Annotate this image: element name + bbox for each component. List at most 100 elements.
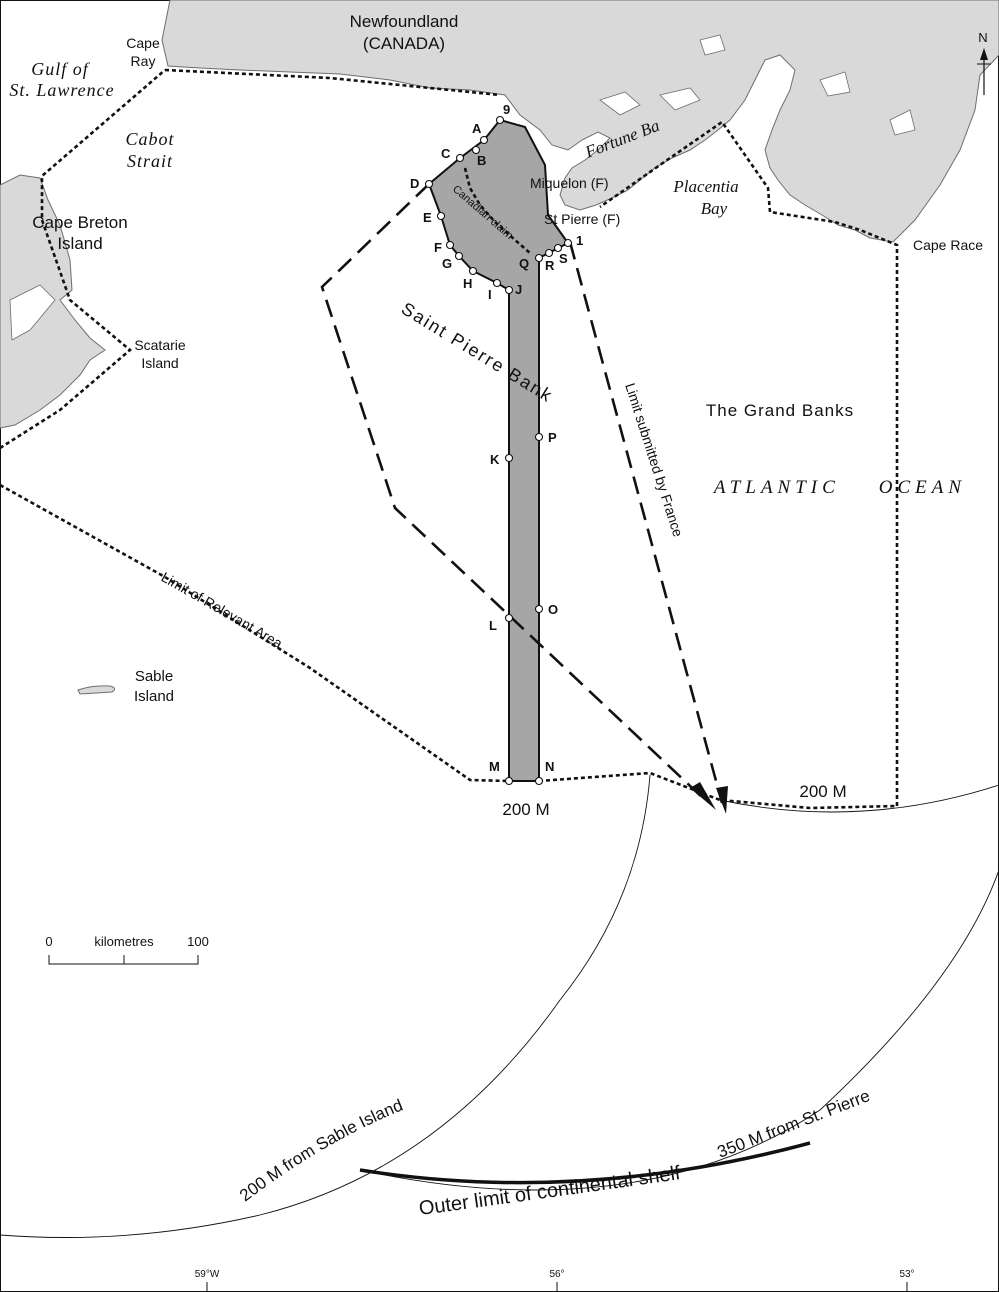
label-point-s: S: [559, 251, 568, 266]
newfoundland-label: Newfoundland: [350, 12, 459, 31]
point-h: [468, 266, 478, 276]
limit-france-west: [320, 183, 706, 801]
label-point-b: B: [477, 153, 486, 168]
label-point-f: F: [434, 240, 442, 255]
outer-limit-shelf: [359, 1141, 811, 1185]
arc-200m-sable: [0, 774, 651, 1238]
longitude-53: 53°: [899, 1269, 914, 1280]
arc-350m-stpierre: [359, 869, 999, 1191]
limit-relevant-label: Limit of Relevant Area: [159, 569, 286, 652]
point-k: [504, 453, 514, 463]
point-d: [424, 179, 434, 189]
north-arrow: N: [977, 30, 991, 95]
scale-start-label: 0: [45, 934, 52, 949]
lake-5: [889, 109, 916, 136]
sable-label-2: Island: [134, 688, 174, 705]
relevant-area-east: [599, 120, 899, 806]
point-f: [445, 240, 455, 250]
label-point-j: J: [515, 282, 522, 297]
point-b: [471, 145, 481, 155]
outer-limit-label: Outer limit of continental shelf: [418, 1162, 682, 1220]
boundary-points: [424, 115, 573, 786]
cape-ray-label-2: Ray: [131, 53, 156, 69]
label-point-d: D: [410, 176, 419, 191]
point-g: [454, 251, 464, 261]
gulf-label-2: St. Lawrence: [9, 80, 114, 100]
label-point-p: P: [548, 430, 557, 445]
sable-200-label: 200 M from Sable Island: [236, 1096, 406, 1206]
label-point-n: N: [545, 759, 554, 774]
label-point-9: 9: [503, 102, 510, 117]
canada-label: (CANADA): [363, 34, 445, 53]
scale-end-label: 100: [187, 934, 209, 949]
point-a: [479, 135, 489, 145]
label-point-l: L: [489, 618, 497, 633]
stpierre-350-label: 350 M from St. Pierre: [715, 1086, 873, 1162]
point-s: [553, 243, 563, 253]
gulf-label-1: Gulf of: [31, 59, 91, 79]
scatarie-label-2: Island: [141, 355, 178, 371]
longitude-59w: 59°W: [195, 1269, 220, 1280]
french-zone: [428, 119, 569, 782]
canadian-claim-line: [463, 167, 531, 254]
point-r: [544, 248, 554, 258]
bras-dor-lake: [9, 284, 56, 341]
limit-relevant-area-line: [0, 483, 510, 783]
point-j: [504, 285, 514, 295]
point-p: [534, 432, 544, 442]
st-pierre-label: St Pierre (F): [544, 211, 620, 227]
longitude-56: 56°: [549, 1269, 564, 1280]
label-point-o: O: [548, 602, 558, 617]
label-point-1: 1: [576, 233, 583, 248]
point-n: [534, 776, 544, 786]
cabot-label-1: Cabot: [125, 129, 174, 149]
sable-label-1: Sable: [135, 668, 173, 685]
cape-breton-label-1: Cape Breton: [32, 213, 127, 232]
point-1: [563, 238, 573, 248]
lake-4: [699, 34, 726, 56]
sable-island: [77, 685, 116, 695]
label-point-r: R: [545, 258, 555, 273]
200m-right-label: 200 M: [799, 782, 846, 801]
label-point-c: C: [441, 146, 451, 161]
label-point-m: M: [489, 759, 500, 774]
scale-bar: 0 kilometres 100: [45, 934, 209, 965]
point-q: [534, 253, 544, 263]
200m-left-label: 200 M: [502, 800, 549, 819]
arrowhead-west: [690, 782, 716, 810]
label-point-i: I: [488, 287, 492, 302]
scale-unit-label: kilometres: [94, 934, 154, 949]
lake-1: [599, 91, 641, 116]
longitude-ticks: 59°W 56° 53°: [195, 1269, 915, 1292]
point-i: [492, 278, 502, 288]
label-point-e: E: [423, 210, 432, 225]
point-o: [534, 604, 544, 614]
label-point-h: H: [463, 276, 472, 291]
cape-breton-label-2: Island: [57, 234, 102, 253]
grand-banks-label: The Grand Banks: [706, 401, 854, 420]
point-9: [495, 115, 505, 125]
miquelon-label: Miquelon (F): [530, 175, 609, 191]
limit-france-label: Limit submitted by France: [622, 381, 686, 539]
point-m: [504, 776, 514, 786]
label-point-a: A: [472, 121, 482, 136]
lake-2: [659, 87, 701, 111]
relevant-area-left-north: [0, 69, 166, 450]
cabot-label-2: Strait: [127, 151, 173, 171]
point-l: [504, 613, 514, 623]
point-c: [455, 153, 465, 163]
atlantic-ocean-label: ATLANTIC OCEAN: [712, 477, 966, 498]
lake-3: [819, 71, 851, 97]
north-label: N: [978, 30, 987, 45]
label-point-q: Q: [519, 256, 529, 271]
scatarie-label-1: Scatarie: [134, 337, 186, 353]
limit-france-east: [568, 241, 724, 804]
label-point-k: K: [490, 452, 500, 467]
cape-race-label: Cape Race: [913, 237, 983, 253]
placentia-label-2: Bay: [701, 199, 728, 218]
cape-ray-label-1: Cape: [126, 35, 160, 51]
newfoundland-land: [161, 0, 999, 243]
point-e: [436, 211, 446, 221]
